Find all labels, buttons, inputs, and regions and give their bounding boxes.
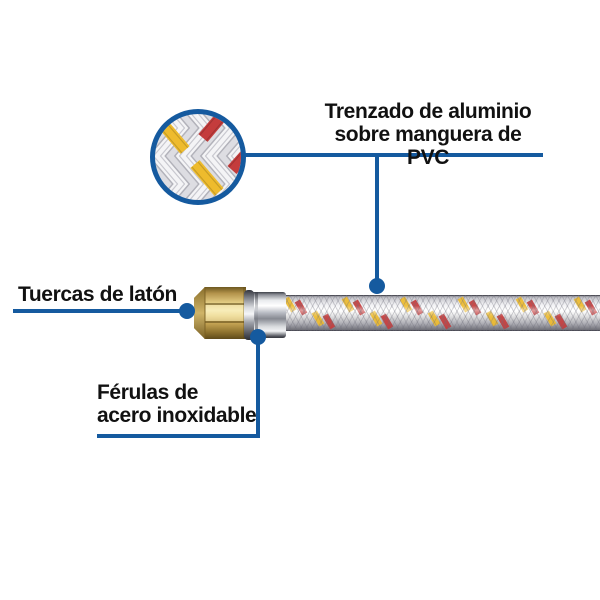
brass-nut-image — [194, 287, 246, 339]
nut-callout-label: Tuercas de latón — [18, 283, 177, 306]
callout-line-braid-horizontal — [245, 153, 543, 157]
ferrule-callout-label: Férulas de acero inoxidable — [97, 381, 257, 427]
hose-accent-dashes — [280, 295, 600, 331]
callout-line-ferrule-horizontal — [97, 434, 260, 438]
ferrule-callout-line2: acero inoxidable — [97, 404, 257, 427]
callout-dot-nut — [179, 303, 195, 319]
callout-line-ferrule-vertical — [256, 343, 260, 438]
callout-dot-ferrule — [250, 329, 266, 345]
ferrule-callout-line1: Férulas de — [97, 381, 199, 404]
callout-line-braid-vertical — [375, 153, 379, 281]
braided-hose-image — [280, 295, 600, 331]
braid-detail-inset — [150, 109, 246, 205]
callout-line-nut — [13, 309, 180, 313]
braid-inset-ring — [150, 109, 246, 205]
braid-callout-line1: Trenzado de aluminio — [324, 100, 532, 123]
callout-dot-braid — [369, 278, 385, 294]
braid-callout-label: Trenzado de aluminio sobre manguera de P… — [312, 100, 544, 169]
nut-callout-text: Tuercas de latón — [18, 283, 177, 306]
braid-callout-line2: sobre manguera de PVC — [334, 123, 522, 169]
